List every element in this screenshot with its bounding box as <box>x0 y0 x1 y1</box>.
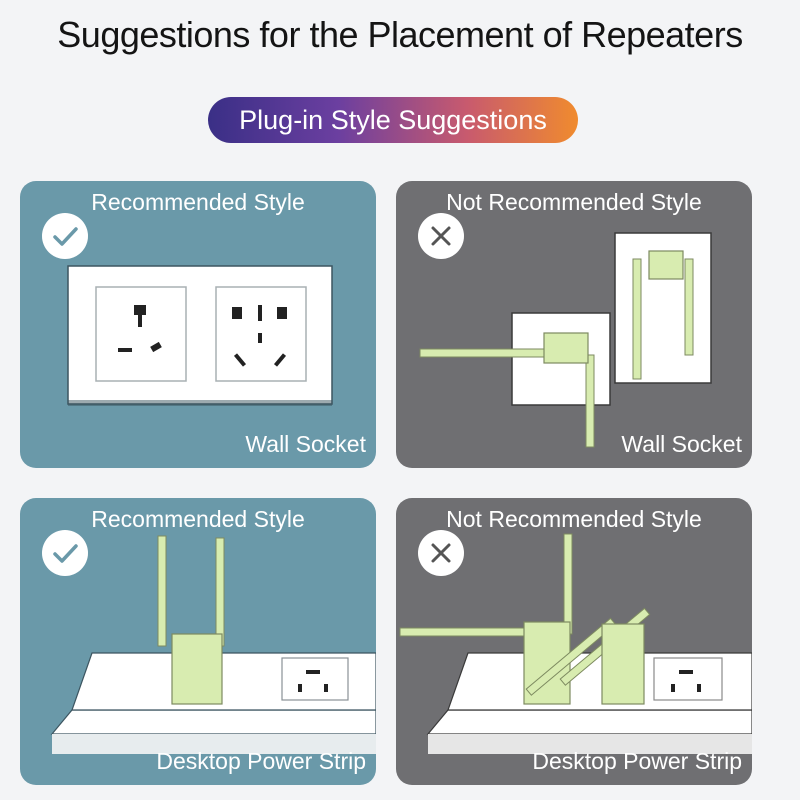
cross-icon <box>418 530 464 576</box>
panel-heading: Recommended Style <box>91 506 305 532</box>
power-strip-bad-illustration <box>399 533 752 754</box>
panel-label: Wall Socket <box>245 431 366 457</box>
wall-socket-illustration <box>67 265 333 406</box>
power-strip-illustration <box>50 535 376 754</box>
panel-label: Desktop Power Strip <box>532 748 742 774</box>
panel-recommended-power-strip: Recommended Style Desktop Power Strip <box>20 498 376 785</box>
panel-label: Desktop Power Strip <box>156 748 366 774</box>
panel-label: Wall Socket <box>621 431 742 457</box>
check-icon <box>42 213 88 259</box>
panel-heading: Not Recommended Style <box>446 189 702 215</box>
cross-icon <box>418 213 464 259</box>
panel-heading: Recommended Style <box>91 189 305 215</box>
check-icon <box>42 530 88 576</box>
subtitle-pill: Plug-in Style Suggestions <box>208 97 578 143</box>
page-title: Suggestions for the Placement of Repeate… <box>57 14 743 55</box>
wall-socket-bad-illustration <box>419 232 712 448</box>
panel-recommended-wall-socket: Recommended Style Wall Socket <box>20 181 376 468</box>
panel-not-recommended-wall-socket: Not Recommended Style Wall Socket <box>396 181 752 468</box>
panel-heading: Not Recommended Style <box>446 506 702 532</box>
panel-not-recommended-power-strip: Not Recommended Style Desktop Power Stri… <box>396 498 752 785</box>
